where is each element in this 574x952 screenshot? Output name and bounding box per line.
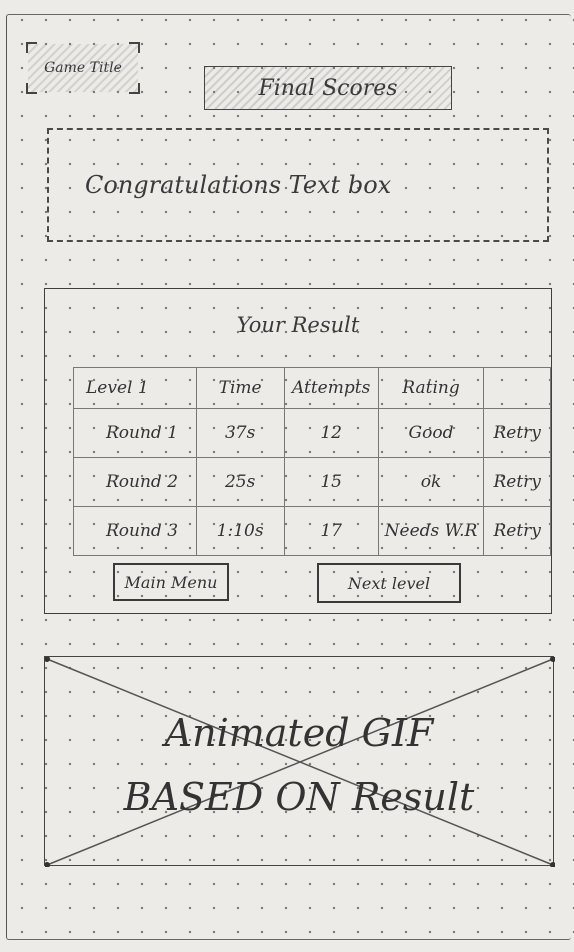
table-header-row: Level 1 Time Attempts Rating (73, 367, 551, 409)
column-header-level: Level 1 (73, 367, 197, 409)
corner-mark (26, 42, 37, 53)
corner-mark (129, 83, 140, 94)
rating-cell: Good (377, 408, 485, 458)
game-title: Game Title (26, 42, 140, 94)
congratulations-text-box: Congratulations Text box (47, 128, 549, 242)
final-scores-heading: Final Scores (204, 66, 452, 110)
gif-label-line2: BASED ON Result (123, 775, 475, 819)
game-title-label: Game Title (44, 60, 122, 76)
result-title: Your Result (236, 313, 360, 337)
column-header-action (483, 367, 551, 409)
corner-mark (129, 42, 140, 53)
table-row: Round 1 37s 12 Good Retry (73, 408, 551, 458)
congratulations-label: Congratulations Text box (85, 171, 392, 199)
column-header-time: Time (195, 367, 285, 409)
animated-gif-placeholder: Animated GIF BASED ON Result (44, 656, 555, 867)
round-cell: Round 2 (73, 457, 197, 507)
rating-cell: Needs W.R (377, 506, 485, 556)
results-table: Level 1 Time Attempts Rating Round 1 37s… (73, 367, 551, 556)
placeholder-cross-icon (45, 657, 555, 867)
column-header-rating: Rating (377, 367, 485, 409)
table-row: Round 2 25s 15 ok Retry (73, 457, 551, 507)
time-cell: 25s (195, 457, 285, 507)
column-header-attempts: Attempts (283, 367, 379, 409)
retry-button[interactable]: Retry (483, 457, 551, 507)
retry-button[interactable]: Retry (483, 506, 551, 556)
table-row: Round 3 1:10s 17 Needs W.R Retry (73, 506, 551, 556)
attempts-cell: 17 (283, 506, 379, 556)
rating-cell: ok (377, 457, 485, 507)
attempts-cell: 12 (283, 408, 379, 458)
time-cell: 37s (195, 408, 285, 458)
round-cell: Round 1 (73, 408, 197, 458)
retry-button[interactable]: Retry (483, 408, 551, 458)
final-scores-label: Final Scores (258, 75, 398, 101)
main-menu-button[interactable]: Main Menu (113, 563, 229, 601)
gif-label-line1: Animated GIF (164, 711, 434, 755)
next-level-button[interactable]: Next level (317, 563, 461, 603)
attempts-cell: 15 (283, 457, 379, 507)
round-cell: Round 3 (73, 506, 197, 556)
corner-mark (26, 83, 37, 94)
time-cell: 1:10s (195, 506, 285, 556)
result-panel: Your Result Level 1 Time Attempts Rating… (44, 288, 552, 614)
